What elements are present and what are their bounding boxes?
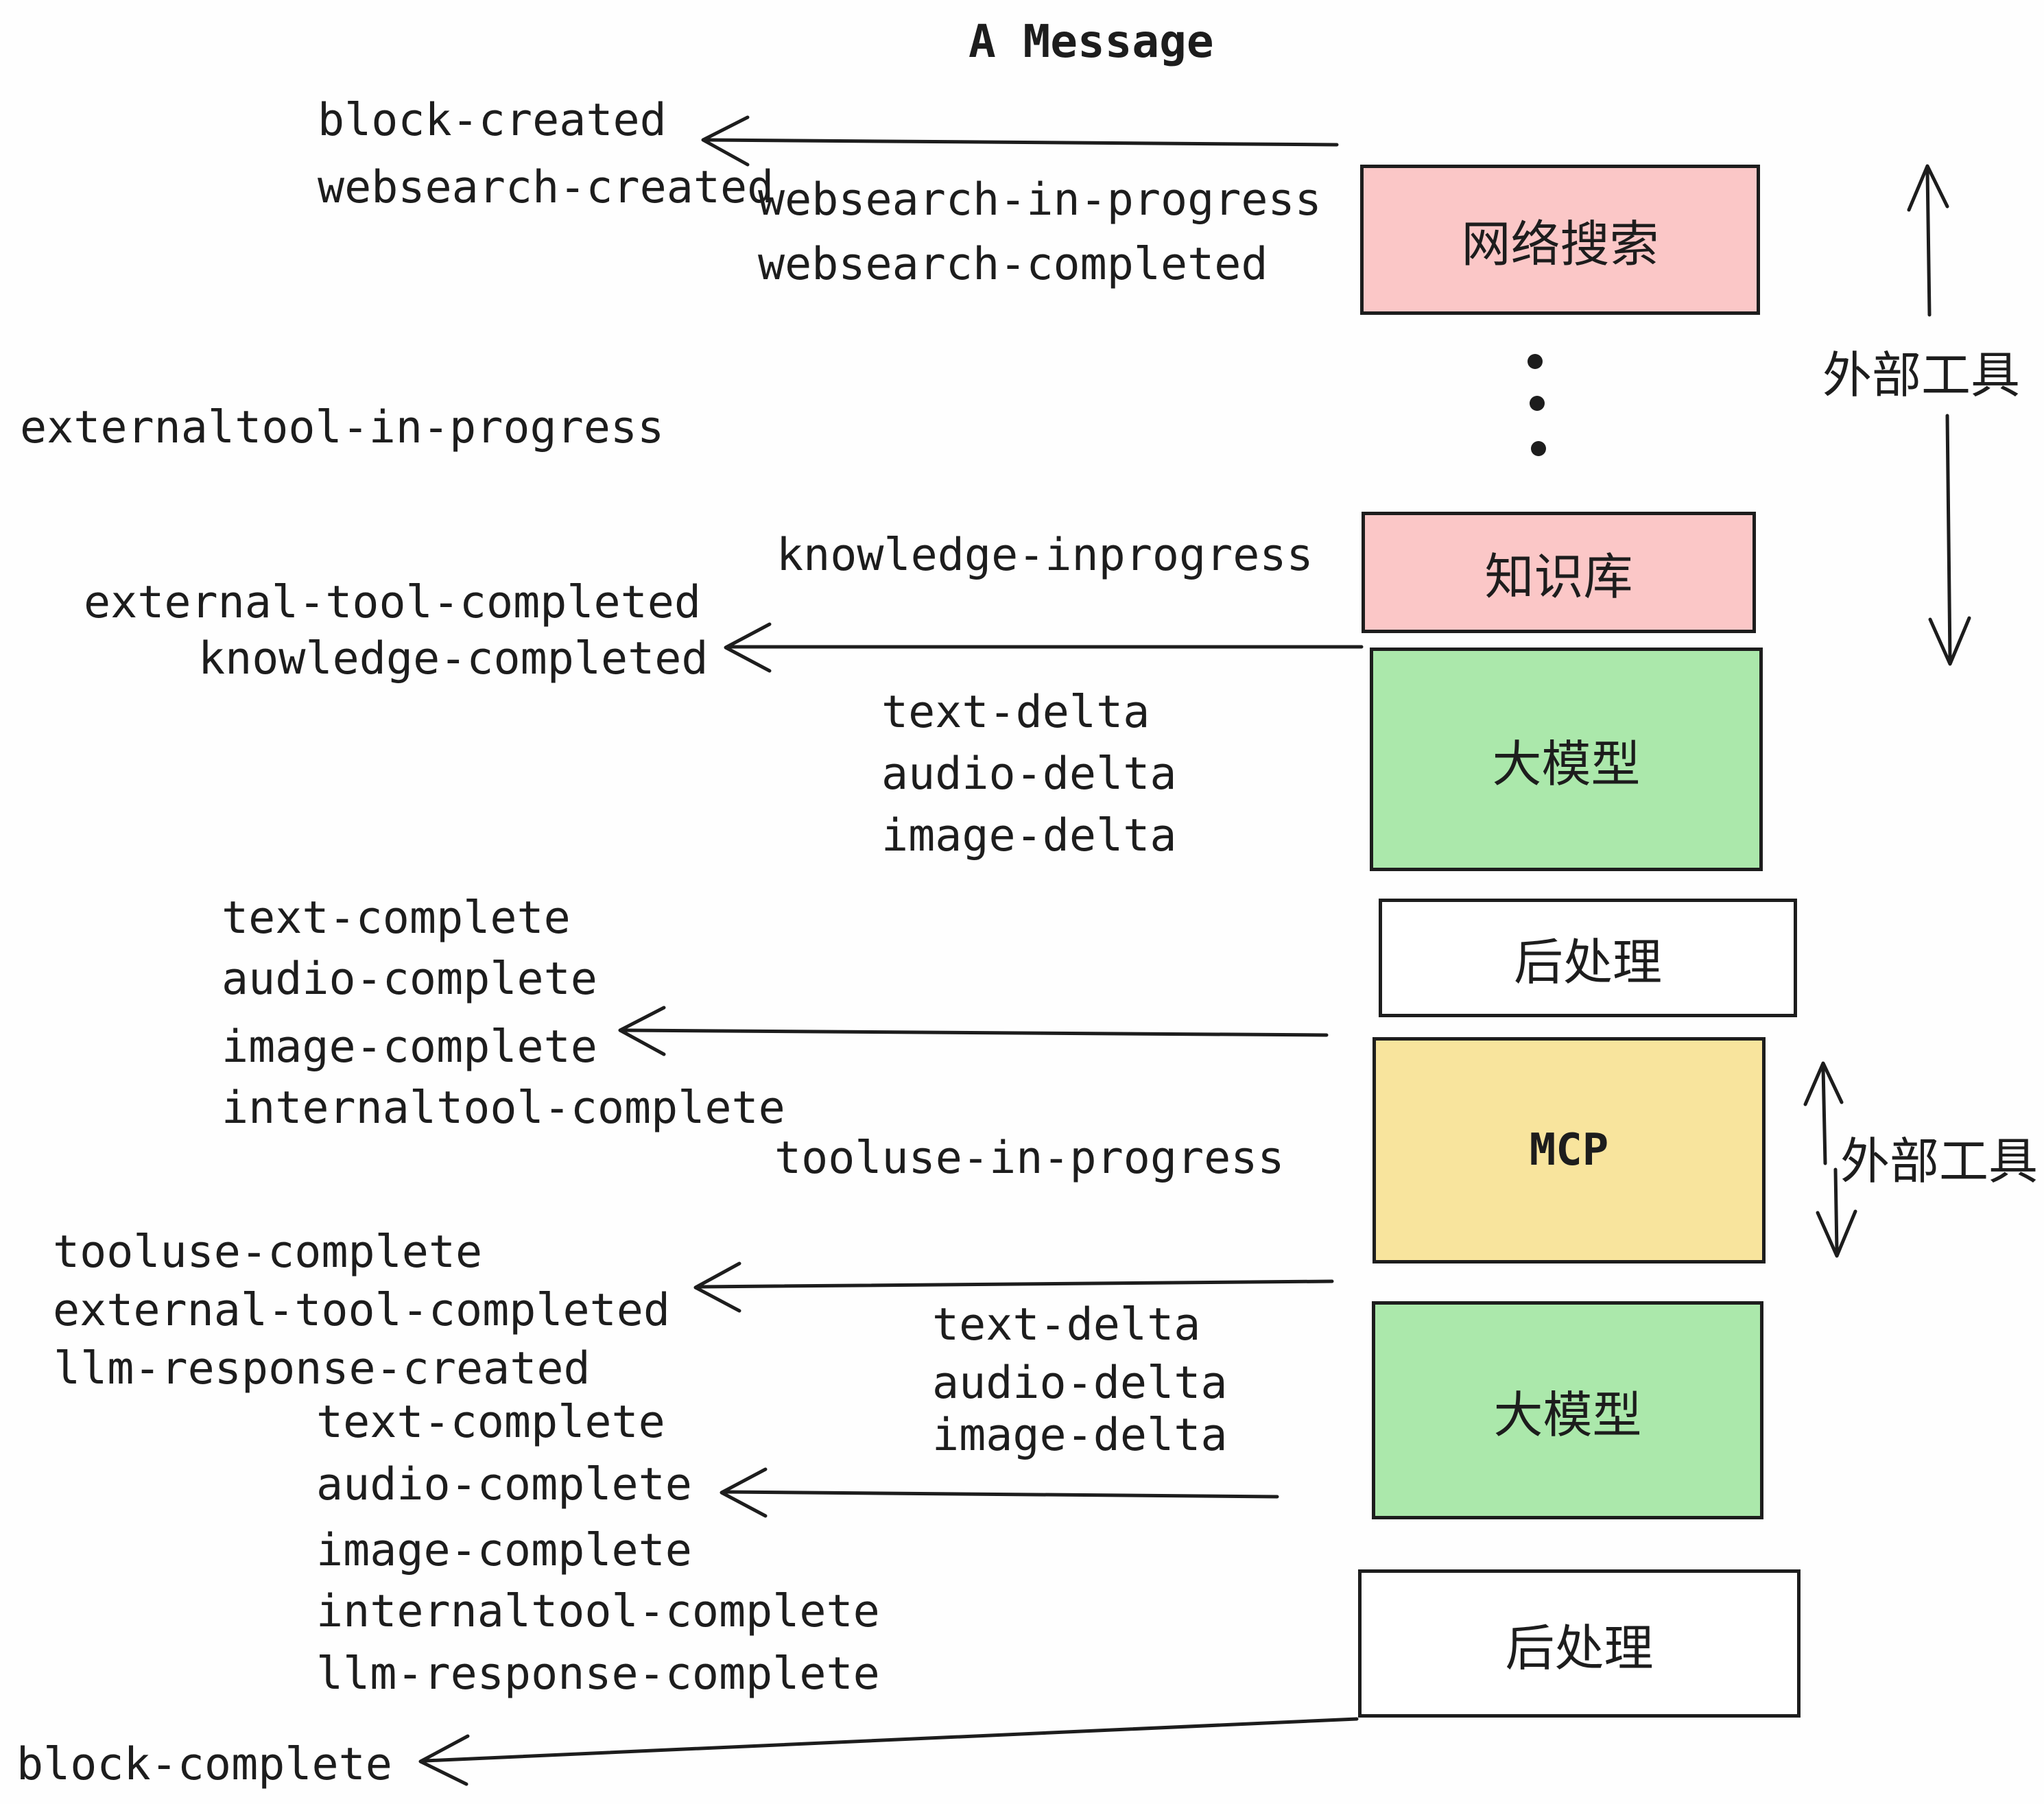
box-postprocess-2: 后处理 [1358, 1569, 1801, 1718]
box-mcp: MCP [1372, 1037, 1766, 1263]
box-llm-1-label: 大模型 [1492, 735, 1641, 793]
external-tools-double-arrow-top [1907, 164, 1971, 666]
box-llm-2: 大模型 [1372, 1301, 1763, 1519]
event-external-tool-completed-2: external-tool-completed [53, 1285, 671, 1336]
event-knowledge-inprogress: knowledge-inprogress [776, 530, 1314, 581]
event-externaltool-in-progress: externaltool-in-progress [20, 402, 665, 453]
box-knowledge-label: 知识库 [1484, 548, 1633, 606]
event-websearch-created: websearch-created [318, 162, 774, 213]
event-image-complete-1: image-complete [222, 1021, 597, 1073]
box-postprocess-1: 后处理 [1379, 899, 1797, 1017]
box-llm-1: 大模型 [1370, 648, 1763, 871]
event-external-tool-completed-1: external-tool-completed [84, 577, 702, 628]
diagram-title: A Message [968, 15, 1214, 68]
event-websearch-in-progress: websearch-in-progress [758, 174, 1322, 226]
event-audio-delta-2: audio-delta [932, 1357, 1228, 1409]
arrow-to-tooluse-complete [693, 1261, 1334, 1313]
event-image-delta-1: image-delta [881, 810, 1177, 862]
arrow-to-block-complete [418, 1717, 1359, 1786]
box-postprocess-2-label: 后处理 [1505, 1619, 1654, 1677]
event-internaltool-complete-1: internaltool-complete [222, 1082, 785, 1134]
arrow-to-knowledge-completed [724, 622, 1364, 673]
box-postprocess-1-label: 后处理 [1513, 934, 1662, 991]
event-knowledge-completed: knowledge-completed [198, 633, 709, 685]
external-tools-label-mcp: 外部工具 [1840, 1132, 2039, 1190]
box-websearch-label: 网络搜索 [1461, 215, 1659, 273]
event-llm-response-complete: llm-response-complete [316, 1648, 880, 1700]
box-llm-2-label: 大模型 [1493, 1386, 1642, 1444]
event-block-created: block-created [318, 95, 667, 146]
event-internaltool-complete-2: internaltool-complete [316, 1586, 880, 1637]
external-tools-label-top: 外部工具 [1822, 346, 2021, 404]
event-audio-complete-2: audio-complete [316, 1459, 692, 1510]
event-block-complete: block-complete [16, 1739, 392, 1790]
event-text-complete-2: text-complete [316, 1397, 665, 1448]
event-tooluse-in-progress: tooluse-in-progress [774, 1132, 1285, 1184]
event-image-complete-2: image-complete [316, 1525, 692, 1576]
arrow-to-image-complete [618, 1006, 1329, 1056]
event-text-complete-1: text-complete [222, 892, 571, 944]
event-audio-delta-1: audio-delta [881, 748, 1177, 800]
event-tooluse-complete: tooluse-complete [53, 1226, 483, 1278]
event-image-delta-2: image-delta [932, 1410, 1228, 1461]
arrow-to-audio-complete [720, 1467, 1279, 1518]
box-knowledge: 知识库 [1362, 512, 1756, 633]
event-llm-response-created: llm-response-created [54, 1343, 591, 1394]
event-text-delta-2: text-delta [932, 1299, 1201, 1351]
event-websearch-completed: websearch-completed [758, 239, 1268, 290]
ellipsis-dots [1528, 354, 1546, 456]
external-tools-double-arrow-mcp [1803, 1061, 1857, 1258]
arrow-to-block-created [701, 115, 1339, 167]
event-audio-complete-1: audio-complete [222, 953, 597, 1005]
box-websearch: 网络搜索 [1360, 165, 1760, 315]
box-mcp-label: MCP [1529, 1125, 1609, 1176]
event-text-delta-1: text-delta [881, 687, 1150, 738]
